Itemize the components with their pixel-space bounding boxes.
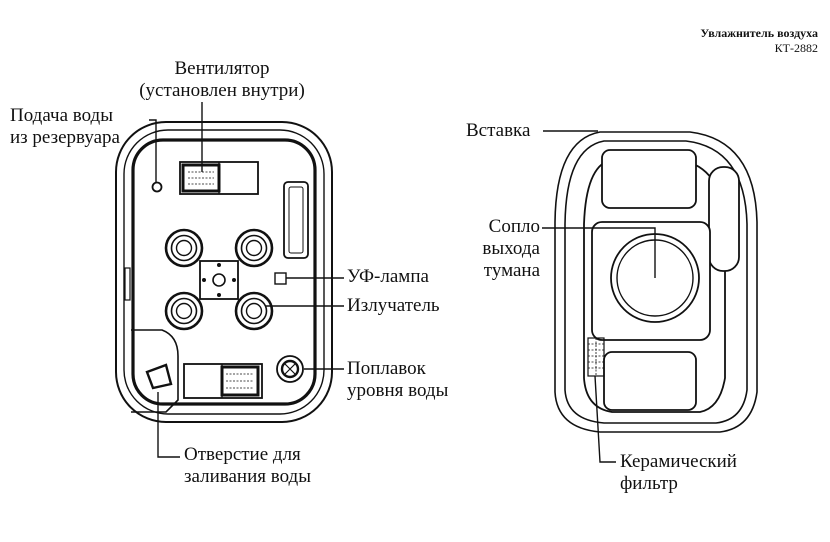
base-left-tab <box>124 267 131 301</box>
emitter-top-left <box>164 228 204 268</box>
product-name: Увлажнитель воздуха <box>700 26 818 40</box>
label-ceramic-filter-line2: фильтр <box>620 473 678 494</box>
label-water-supply: Подача воды из резервуара <box>10 105 120 149</box>
emitter-top-right <box>234 228 274 268</box>
label-emitter: Излучатель <box>347 295 440 316</box>
label-fan-line2: (установлен внутри) <box>139 80 305 101</box>
label-float: Поплавок уровня воды <box>347 358 448 402</box>
label-float-line2: уровня воды <box>347 380 449 401</box>
leader-fill-hole <box>157 392 180 458</box>
base-outer-shell <box>115 121 333 423</box>
label-nozzle-line2: выхода <box>482 238 540 259</box>
insert-side-tube <box>708 166 740 272</box>
center-hub <box>199 260 239 300</box>
fill-hole-recess <box>131 329 179 413</box>
leader-nozzle <box>542 227 656 278</box>
fan-grille-top-slots <box>188 171 214 185</box>
float-inner <box>280 359 300 379</box>
fan-grille-bottom-slots <box>226 373 254 389</box>
base-unit <box>115 121 333 423</box>
model-number: КТ-2882 <box>774 41 818 55</box>
emitter-bottom-right <box>234 291 274 331</box>
float-outer <box>276 355 304 383</box>
base-inner-shell <box>123 129 325 415</box>
center-hub-ring <box>212 273 226 287</box>
leader-ceramic-filter <box>594 375 616 463</box>
label-ceramic-filter: Керамический фильтр <box>620 451 737 495</box>
ceramic-filter-grid <box>588 338 604 376</box>
insert-unit <box>554 131 758 433</box>
label-water-supply-line1: Подача воды <box>10 105 113 126</box>
label-fan: Вентилятор (установлен внутри) <box>112 58 332 102</box>
label-fan-line1: Вентилятор <box>174 58 270 79</box>
fan-grille-bottom <box>183 363 263 399</box>
label-float-line1: Поплавок <box>347 358 426 379</box>
label-nozzle: Сопло выхода тумана <box>450 216 540 282</box>
base-tray <box>131 138 317 406</box>
insert-block-top <box>601 149 697 209</box>
label-fill-hole-line2: заливания воды <box>184 466 311 487</box>
base-side-tank-slot <box>283 181 309 259</box>
label-fill-hole-line1: Отверстие для <box>184 444 301 465</box>
fill-hole-opening <box>145 363 173 390</box>
uv-lamp-window <box>274 272 287 285</box>
emitter-bottom-left <box>164 291 204 331</box>
label-fill-hole: Отверстие для заливания воды <box>184 444 311 488</box>
label-nozzle-line3: тумана <box>483 260 540 281</box>
base-side-tank-slot-inner <box>288 186 304 254</box>
label-ceramic-filter-line1: Керамический <box>620 451 737 472</box>
label-uv-lamp: УФ-лампа <box>347 266 429 287</box>
insert-outer-shell <box>554 131 758 433</box>
insert-block-bottom <box>603 351 697 411</box>
label-nozzle-line1: Сопло <box>488 216 540 237</box>
leader-lines <box>149 102 656 463</box>
nozzle-housing <box>591 221 711 341</box>
center-hub-screws <box>202 263 236 297</box>
label-insert: Вставка <box>466 120 531 141</box>
float-cross <box>284 363 296 375</box>
leader-water-supply <box>149 119 157 182</box>
water-supply-hole <box>151 181 163 193</box>
label-water-supply-line2: из резервуара <box>10 127 120 148</box>
